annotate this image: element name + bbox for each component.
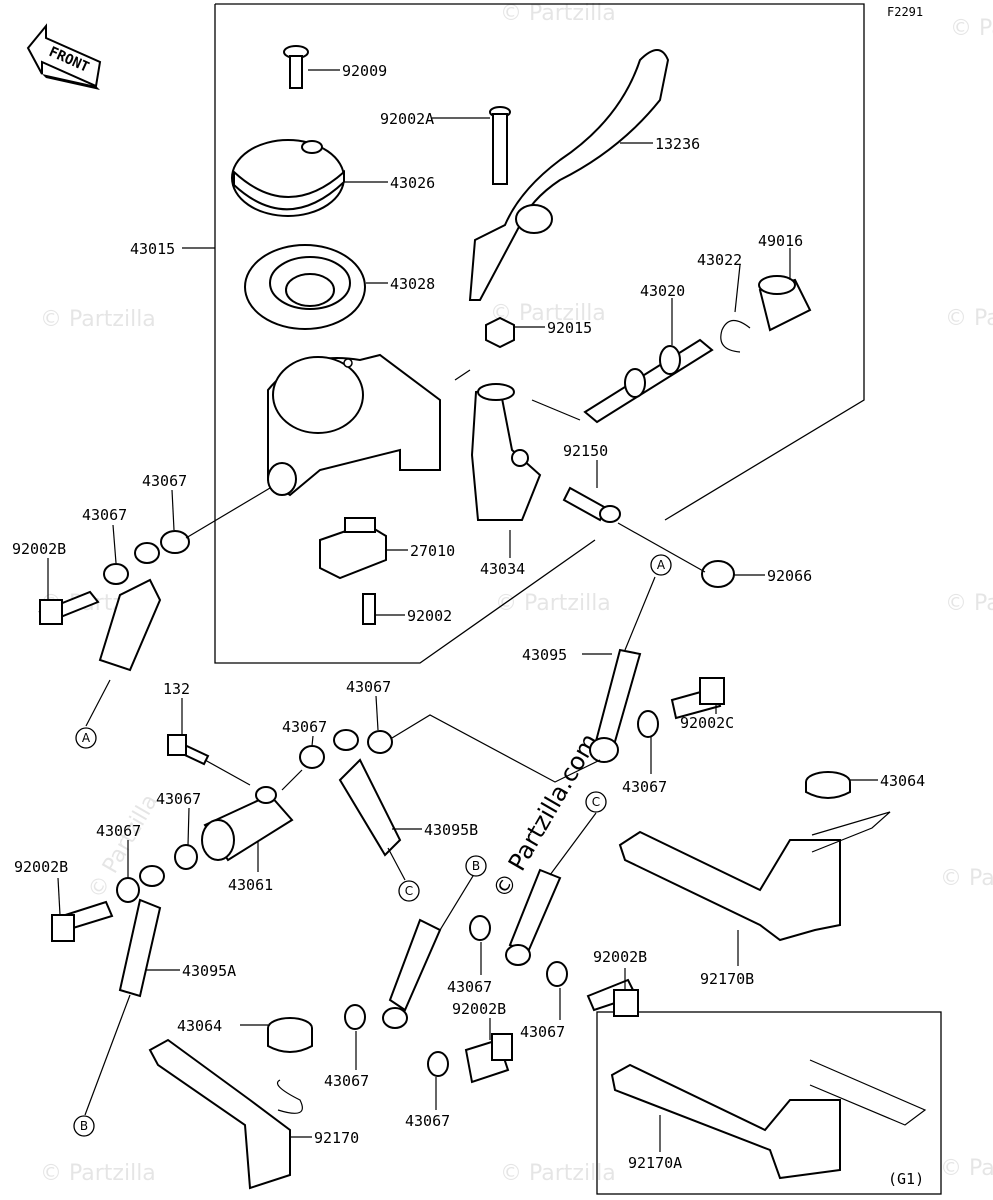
part-label: 43067 (282, 718, 327, 736)
ref-c-label: C (592, 795, 600, 809)
brake-lever-icon (468, 49, 670, 301)
part-label: 43020 (640, 282, 685, 300)
part-label: 92015 (547, 319, 592, 337)
part-label: 92170A (628, 1154, 682, 1172)
reference-markers: A A C C B B (73, 554, 672, 1137)
watermark: © Partzilla (940, 866, 993, 891)
part-label: 43067 (324, 1072, 369, 1090)
dust-boot-icon (758, 275, 812, 332)
reservoir-cap-icon (231, 139, 345, 217)
screw-92009-icon (283, 45, 309, 89)
watermark: © Partzilla (940, 1156, 993, 1181)
part-label: 92002A (380, 110, 434, 128)
front-arrow-icon: FRONT (26, 23, 102, 90)
part-shapes (38, 45, 927, 1190)
part-label: 43064 (880, 772, 925, 790)
clamp-bolt-icon (562, 486, 621, 523)
part-label: 43067 (520, 1023, 565, 1041)
part-label: 43067 (447, 978, 492, 996)
part-label: 92002B (593, 948, 647, 966)
part-label: 92002 (407, 607, 452, 625)
watermark: © Partzilla (500, 1161, 616, 1186)
part-label: 43061 (228, 876, 273, 894)
grommet-icons (267, 771, 851, 1053)
ref-a-label: A (657, 558, 666, 572)
watermark: © Partzilla (40, 307, 156, 332)
part-label: 92066 (767, 567, 812, 585)
piston-icon (583, 338, 714, 424)
diaphragm-icon (244, 244, 366, 330)
part-label: 43095 (522, 646, 567, 664)
washer-icons (103, 530, 659, 1077)
part-label: 92009 (342, 62, 387, 80)
part-label: 43026 (390, 174, 435, 192)
part-label: 27010 (410, 542, 455, 560)
pivot-bolt-icon (489, 106, 511, 185)
part-label: 43095A (182, 962, 236, 980)
part-label: 43067 (96, 822, 141, 840)
brake-hose-icons (98, 542, 642, 1029)
watermark: © Partzilla (40, 1161, 156, 1186)
watermark: © Partzilla (500, 1, 616, 26)
figure-code: F2291 (887, 5, 923, 19)
watermark: © Partzilla (950, 16, 993, 41)
part-label: 43067 (82, 506, 127, 524)
part-label: 92002B (14, 858, 68, 876)
watermark: © Partzilla (495, 591, 611, 616)
assembly-frame-left (214, 4, 596, 664)
assembly-frame (215, 3, 865, 521)
watermark: © Partzilla (945, 591, 993, 616)
part-label: 43067 (405, 1112, 450, 1130)
leader-lines (47, 69, 878, 1152)
bolt-132-icon (167, 734, 210, 766)
part-label: 92002B (12, 540, 66, 558)
switch-screw-icon (362, 593, 376, 625)
part-label: 92170B (700, 970, 754, 988)
ref-b-label: B (472, 859, 480, 873)
part-label: 92002B (452, 1000, 506, 1018)
part-label: 43067 (346, 678, 391, 696)
part-label: 92170 (314, 1129, 359, 1147)
watermarks: © Partzilla © Partzilla © Partzilla © Pa… (40, 1, 993, 1186)
part-label: 43067 (156, 790, 201, 808)
bracket-icons (148, 811, 927, 1190)
part-label: 43034 (480, 560, 525, 578)
banjo-bolt-icons (38, 590, 725, 1084)
circlip-icon (720, 319, 751, 353)
part-label: 92002C (680, 714, 734, 732)
ref-c-label: C (405, 884, 413, 898)
part-label: 132 (163, 680, 190, 698)
group-box (596, 1011, 942, 1195)
watermark: © Partzilla (945, 306, 993, 331)
brake-switch-icon (319, 517, 387, 580)
three-way-joint-icon (201, 786, 294, 862)
part-label: 43022 (697, 251, 742, 269)
ref-a-label: A (82, 731, 91, 745)
part-label: 43064 (177, 1017, 222, 1035)
group-tag: (G1) (888, 1170, 924, 1188)
ref-b-label: B (80, 1119, 88, 1133)
part-label: 43095B (424, 821, 478, 839)
part-label: 13236 (655, 135, 700, 153)
part-labels: 92009 92002A 13236 43026 43015 49016 430… (12, 62, 925, 1172)
part-label: 43028 (390, 275, 435, 293)
part-label: 49016 (758, 232, 803, 250)
part-label: 43067 (142, 472, 187, 490)
part-label: 43015 (130, 240, 175, 258)
nut-icon (485, 316, 515, 349)
master-cylinder-icon (267, 353, 441, 497)
part-label: 92150 (563, 442, 608, 460)
clamp-icon (470, 383, 542, 521)
part-label: 43067 (622, 778, 667, 796)
rubber-cap-icon (701, 560, 735, 588)
